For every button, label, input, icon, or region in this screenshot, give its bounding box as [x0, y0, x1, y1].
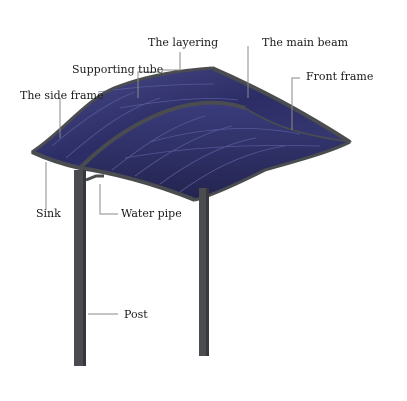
back-beam	[31, 66, 213, 154]
side-frame	[31, 150, 196, 202]
label-supporting-tube: Supporting tube	[72, 63, 163, 76]
post-right-shade	[206, 188, 209, 356]
label-post: Post	[124, 308, 148, 321]
rear-frame	[194, 140, 351, 202]
label-main-beam: The main beam	[262, 36, 349, 49]
label-sink: Sink	[36, 207, 61, 220]
leader-lines	[45, 46, 300, 315]
post-left-shade	[83, 170, 86, 366]
label-front-frame: Front frame	[306, 70, 373, 83]
label-side-frame: The side frame	[20, 89, 103, 102]
water-pipe	[85, 174, 104, 182]
label-layering: The layering	[148, 36, 218, 49]
post-right	[199, 188, 209, 356]
label-water-pipe: Water pipe	[121, 207, 182, 220]
front-frame	[211, 66, 352, 144]
main-beam	[78, 100, 246, 170]
panel-grid	[51, 83, 321, 193]
